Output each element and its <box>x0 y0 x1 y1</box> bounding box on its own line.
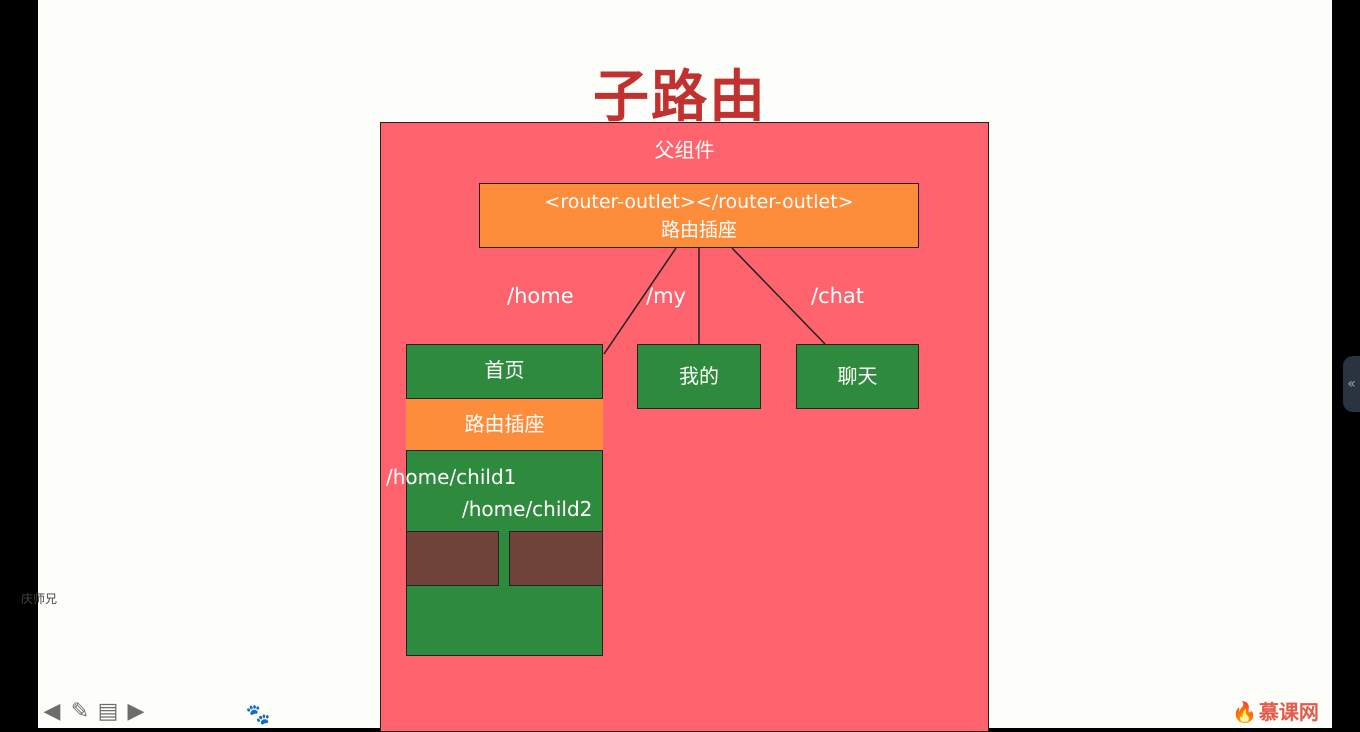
child-route-label-1: /home/child1 <box>386 465 517 489</box>
side-panel-toggle[interactable]: « <box>1343 356 1360 412</box>
paw-icon[interactable]: 🐾 <box>245 702 271 726</box>
home-component-label: 首页 <box>484 358 525 382</box>
flame-icon: 🔥 <box>1232 700 1257 724</box>
parent-component-label: 父组件 <box>654 138 715 162</box>
child2-component-box <box>509 531 603 586</box>
route-label-home: /home <box>507 284 574 308</box>
home-router-outlet: 路由插座 <box>406 398 603 451</box>
home-component-box <box>406 344 603 656</box>
slide-title: 子路由 <box>593 65 767 130</box>
imooc-logo: 🔥慕课网 <box>1232 696 1319 725</box>
chat-component-box: 聊天 <box>796 344 919 409</box>
router-outlet-main: <router-outlet></router-outlet> 路由插座 <box>479 183 919 248</box>
arrow-right-icon[interactable]: ▶ <box>127 699 145 724</box>
logo-text: 慕课网 <box>1258 700 1319 724</box>
my-component-box: 我的 <box>637 344 761 409</box>
arrow-left-icon[interactable]: ◀ <box>43 699 61 724</box>
child-route-label-2: /home/child2 <box>462 497 593 521</box>
router-outlet-tag: <router-outlet></router-outlet> <box>544 191 854 213</box>
connector-chat <box>731 247 826 345</box>
pen-icon[interactable]: ✎ <box>70 699 90 724</box>
slide-toolbar: ◀ ✎ ▤ ▶ <box>40 700 148 724</box>
double-chevron-left-icon: « <box>1347 376 1356 392</box>
child1-component-box <box>406 531 499 586</box>
route-label-chat: /chat <box>811 284 865 308</box>
slides-icon[interactable]: ▤ <box>97 699 119 724</box>
presenter-name: 庆师兄 <box>21 592 58 606</box>
route-label-my: /my <box>646 284 686 308</box>
router-outlet-label: 路由插座 <box>660 219 737 241</box>
connector-home <box>603 247 677 355</box>
